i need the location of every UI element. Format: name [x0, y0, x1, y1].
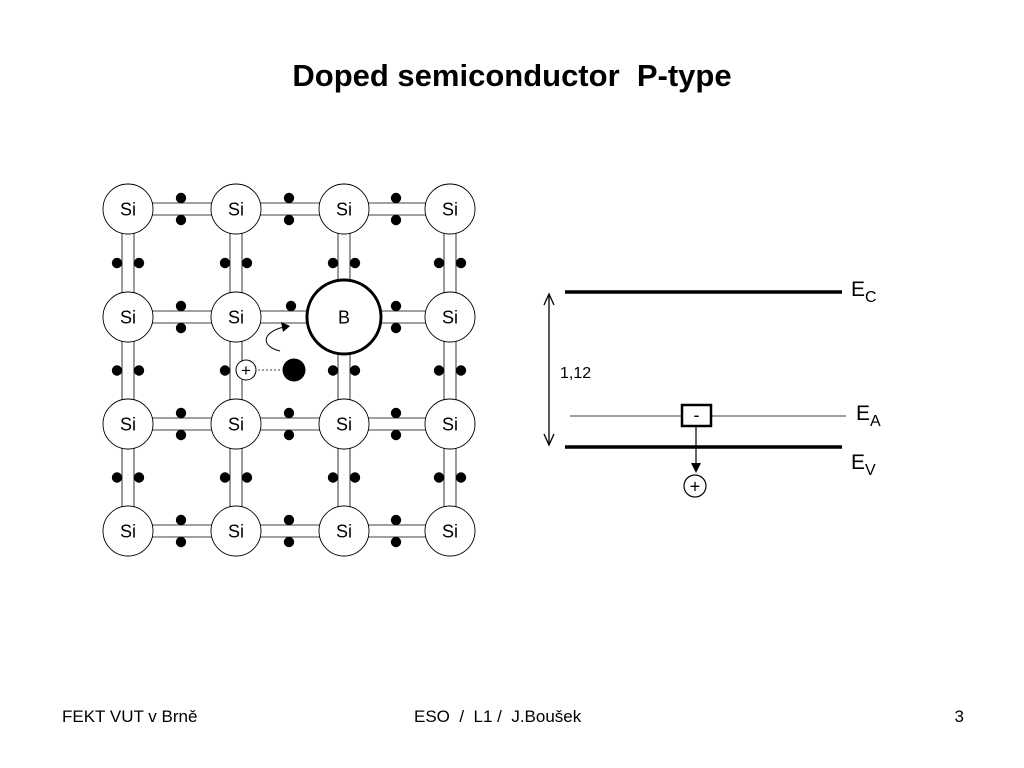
silicon-atom-label: Si: [120, 522, 136, 542]
bond-electron: [133, 472, 145, 483]
silicon-atom-label: Si: [120, 308, 136, 328]
bond-electron: [455, 365, 467, 376]
bond-electron: [111, 365, 123, 376]
bond-electron: [219, 365, 231, 376]
silicon-atom-label: Si: [228, 308, 244, 328]
bond-electron: [455, 257, 467, 269]
footer-page-number: 3: [954, 707, 964, 726]
bond-electron: [175, 536, 187, 548]
silicon-atom: [318, 398, 370, 450]
bond-electron: [175, 322, 187, 334]
conduction-band-label: EC: [851, 278, 877, 306]
bond-electron: [175, 514, 187, 526]
bond-electron: [433, 365, 445, 376]
footer-institution: FEKT VUT v Brně: [62, 707, 198, 726]
bond-electron: [283, 514, 295, 526]
bond-electron: [283, 429, 295, 441]
bond-electron: [175, 214, 187, 226]
bond-electron: [111, 472, 123, 483]
bond-electron: [455, 472, 467, 483]
silicon-atom-label: Si: [120, 415, 136, 435]
hole-symbol: +: [241, 361, 251, 380]
electron-jump-arrow: [265, 326, 285, 352]
bond-electron: [283, 536, 295, 548]
hole-circle: [235, 359, 257, 381]
bond-electron: [327, 257, 339, 269]
bond-electron: [285, 300, 297, 312]
silicon-atom-label: Si: [228, 522, 244, 542]
bond-electron: [219, 472, 231, 483]
acceptor-level-label: EA: [856, 402, 881, 430]
bond-electron: [349, 257, 361, 269]
band-diagram: 1,12 EC EA EV - +: [543, 278, 881, 498]
bond-electron: [175, 429, 187, 441]
bond-electron: [349, 472, 361, 483]
bond-electron: [327, 365, 339, 376]
bond-electron: [433, 257, 445, 269]
valence-hole-circle: [683, 474, 707, 498]
silicon-atom-label: Si: [228, 200, 244, 220]
silicon-atom: [424, 398, 476, 450]
bond-electron: [390, 214, 402, 226]
silicon-atom: [318, 183, 370, 235]
bond-electron: [390, 192, 402, 204]
bond-electron: [327, 472, 339, 483]
bond-electron: [390, 429, 402, 441]
bond-electron: [433, 472, 445, 483]
bond-electron: [175, 192, 187, 204]
silicon-atom-label: Si: [442, 308, 458, 328]
bond-electron: [241, 472, 253, 483]
silicon-atom: [102, 398, 154, 450]
bond-electron: [390, 514, 402, 526]
ionized-acceptor-symbol: -: [694, 405, 700, 425]
silicon-atom: [102, 291, 154, 343]
silicon-atom-label: Si: [336, 200, 352, 220]
electron-jump-arrowhead: [281, 322, 290, 332]
silicon-atom: [210, 398, 262, 450]
silicon-atom: [102, 183, 154, 235]
silicon-atom: [424, 505, 476, 557]
boron-atom-label: B: [338, 308, 350, 328]
bond-electron: [111, 257, 123, 269]
bond-electron: [390, 300, 402, 312]
silicon-atom: [210, 183, 262, 235]
energy-gap-value: 1,12: [560, 365, 591, 382]
silicon-atom-label: Si: [228, 415, 244, 435]
silicon-atom-label: Si: [336, 415, 352, 435]
bond-electron: [390, 536, 402, 548]
silicon-atom-label: Si: [336, 522, 352, 542]
energy-gap-arrow: [543, 292, 555, 447]
bond-electron: [390, 322, 402, 334]
silicon-atom-label: Si: [120, 200, 136, 220]
bond-electron: [349, 365, 361, 376]
captured-electron: [282, 358, 306, 382]
bond-electron: [219, 257, 231, 269]
footer-course: ESO / L1 / J.Boušek: [414, 707, 582, 726]
valence-band-label: EV: [851, 451, 876, 479]
silicon-atom: [210, 505, 262, 557]
bond-electron: [175, 407, 187, 419]
slide-title: Doped semiconductor P-type: [292, 58, 732, 93]
bond-electron: [283, 407, 295, 419]
bond-electron: [241, 257, 253, 269]
silicon-atom: [424, 291, 476, 343]
bond-electron: [133, 257, 145, 269]
silicon-atom-label: Si: [442, 200, 458, 220]
bond-electron: [133, 365, 145, 376]
hole-transition-arrow: [691, 426, 701, 473]
bond-electron: [283, 192, 295, 204]
silicon-atom-label: Si: [442, 522, 458, 542]
silicon-atom: [424, 183, 476, 235]
valence-hole-symbol: +: [690, 477, 701, 497]
silicon-atom: [102, 505, 154, 557]
silicon-atom: [318, 505, 370, 557]
bond-electron: [283, 214, 295, 226]
boron-atom: [305, 278, 383, 356]
bond-electron: [390, 407, 402, 419]
silicon-atom-label: Si: [442, 415, 458, 435]
silicon-atom: [210, 291, 262, 343]
bond-electron: [175, 300, 187, 312]
